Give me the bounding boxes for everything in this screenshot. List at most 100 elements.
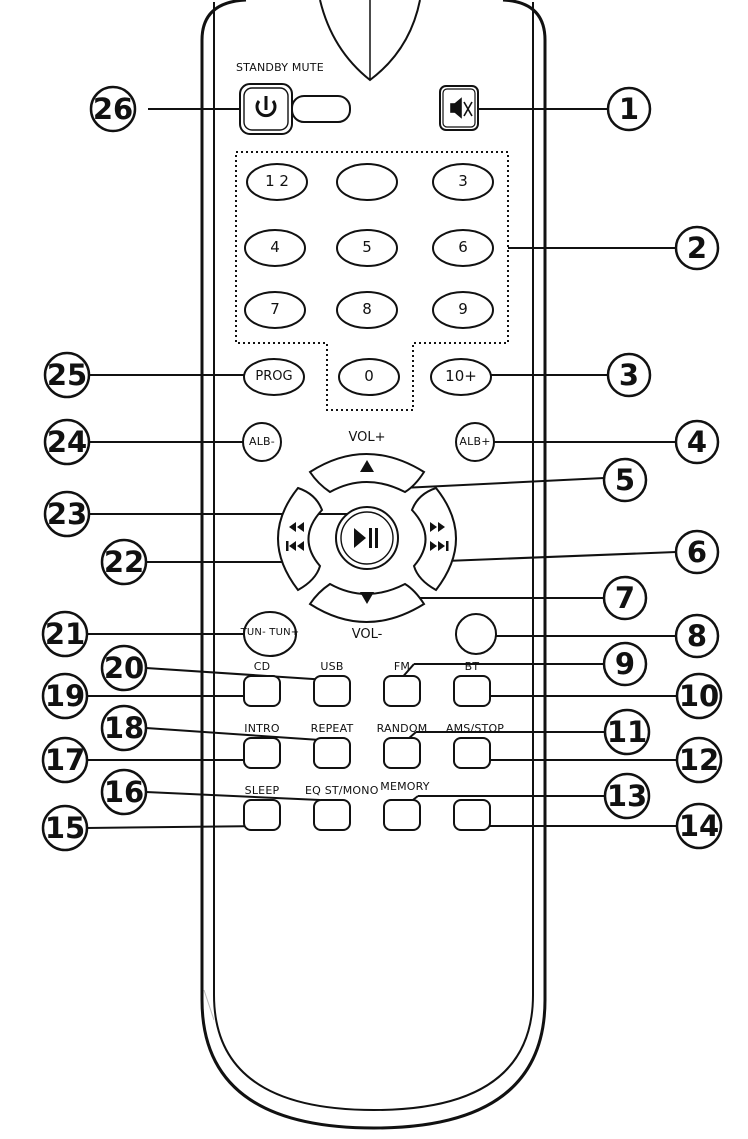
vol-up-button[interactable]: [308, 453, 426, 494]
rewind-prev-button[interactable]: [277, 486, 324, 592]
callout-number-16: 16: [103, 775, 145, 809]
callout-number-11: 11: [606, 715, 648, 749]
callout-number-18: 18: [103, 711, 145, 745]
key-7-label: 7: [270, 300, 280, 318]
key-0-label: 0: [364, 367, 374, 385]
forward-next-button[interactable]: [410, 486, 457, 592]
fm-label: FM: [393, 660, 411, 673]
callout-number-14: 14: [678, 809, 720, 843]
standby-bar: [291, 95, 351, 123]
callout-circle-19: [41, 672, 89, 720]
repeat-label: REPEAT: [310, 722, 354, 735]
intro-label: INTRO: [244, 722, 280, 735]
callout-circle-1: [606, 86, 652, 132]
mute-icon: [450, 97, 473, 119]
down-arrow-icon: [360, 592, 374, 604]
callout-circle-24: [43, 418, 91, 466]
callout-number-4: 4: [686, 425, 708, 459]
key-5[interactable]: [336, 229, 398, 267]
key-6-label: 6: [458, 238, 468, 256]
key-blank-round[interactable]: [455, 613, 497, 655]
key-cd[interactable]: [243, 675, 281, 707]
callout-lines: [85, 108, 677, 829]
key-ams-stop[interactable]: [453, 737, 491, 769]
key-sleep[interactable]: [243, 799, 281, 831]
callout-number-2: 2: [686, 231, 708, 265]
usb-label: USB: [320, 660, 344, 673]
callout-circle-4: [674, 419, 720, 465]
callout-circle-21: [41, 610, 89, 658]
key-blank[interactable]: [336, 163, 398, 201]
key-alb-plus-label: ALB+: [459, 435, 491, 448]
memory-label: MEMORY: [380, 780, 430, 793]
key-prog[interactable]: [243, 358, 305, 396]
callout-number-26: 26: [92, 92, 134, 126]
key-3[interactable]: [432, 163, 494, 201]
callout-circle-5: [602, 457, 648, 503]
key-9[interactable]: [432, 291, 494, 329]
key-eq-st-mono[interactable]: [313, 799, 351, 831]
key-blank-square[interactable]: [453, 799, 491, 831]
key-memory[interactable]: [383, 799, 421, 831]
key-alb-plus[interactable]: [455, 422, 495, 462]
key-repeat[interactable]: [313, 737, 351, 769]
key-10-plus[interactable]: [430, 358, 492, 396]
callout-circle-15: [41, 804, 89, 852]
key-8[interactable]: [336, 291, 398, 329]
random-label: RANDOM: [376, 722, 428, 735]
callout-number-12: 12: [678, 743, 720, 777]
key-intro[interactable]: [243, 737, 281, 769]
key-alb-minus-label: ALB-: [249, 435, 275, 448]
key-alb-minus[interactable]: [242, 422, 282, 462]
callout-number-17: 17: [44, 743, 86, 777]
key-9-label: 9: [458, 300, 468, 318]
rewind-icon: [289, 522, 304, 532]
callout-circle-17: [41, 736, 89, 784]
key-3-label: 3: [458, 172, 468, 190]
key-tun[interactable]: [243, 611, 297, 657]
callout-number-25: 25: [46, 358, 88, 392]
callout-number-24: 24: [46, 425, 88, 459]
callout-number-1: 1: [618, 92, 640, 126]
key-5-label: 5: [362, 238, 372, 256]
key-0[interactable]: [338, 358, 400, 396]
callout-circle-10: [675, 672, 723, 720]
standby-mute-label: STANDBY MUTE: [236, 61, 324, 74]
callout-number-15: 15: [44, 811, 86, 845]
up-arrow-icon: [360, 460, 374, 472]
callout-circle-8: [674, 613, 720, 659]
callout-circle-3: [606, 352, 652, 398]
key-10-plus-label: 10+: [445, 367, 477, 385]
play-pause-button-inner: [340, 511, 394, 565]
callout-circles: [41, 85, 723, 852]
callout-circle-16: [100, 768, 148, 816]
previous-track-icon: [286, 541, 304, 551]
eq-st-mono-label: EQ ST/MONO: [305, 784, 379, 797]
callout-circle-25: [43, 351, 91, 399]
callout-circle-26: [89, 85, 137, 133]
key-4[interactable]: [244, 229, 306, 267]
key-prog-label: PROG: [255, 369, 293, 384]
number-pad-outline: [235, 151, 509, 411]
ams-stop-label: AMS/STOP: [445, 722, 505, 735]
callout-circle-23: [43, 490, 91, 538]
callout-number-9: 9: [614, 647, 636, 681]
callout-circle-12: [675, 736, 723, 784]
next-track-icon: [430, 541, 449, 551]
callout-circle-9: [602, 641, 648, 687]
key-random[interactable]: [383, 737, 421, 769]
callout-circle-6: [674, 529, 720, 575]
key-usb[interactable]: [313, 675, 351, 707]
key-bt[interactable]: [453, 675, 491, 707]
key-1-2[interactable]: [246, 163, 308, 201]
key-6[interactable]: [432, 229, 494, 267]
vol-minus-label: VOL-: [351, 627, 383, 642]
callout-number-20: 20: [103, 651, 145, 685]
key-7[interactable]: [244, 291, 306, 329]
callout-number-13: 13: [606, 779, 648, 813]
callout-circle-7: [602, 575, 648, 621]
fast-forward-icon: [430, 522, 445, 532]
key-fm[interactable]: [383, 675, 421, 707]
